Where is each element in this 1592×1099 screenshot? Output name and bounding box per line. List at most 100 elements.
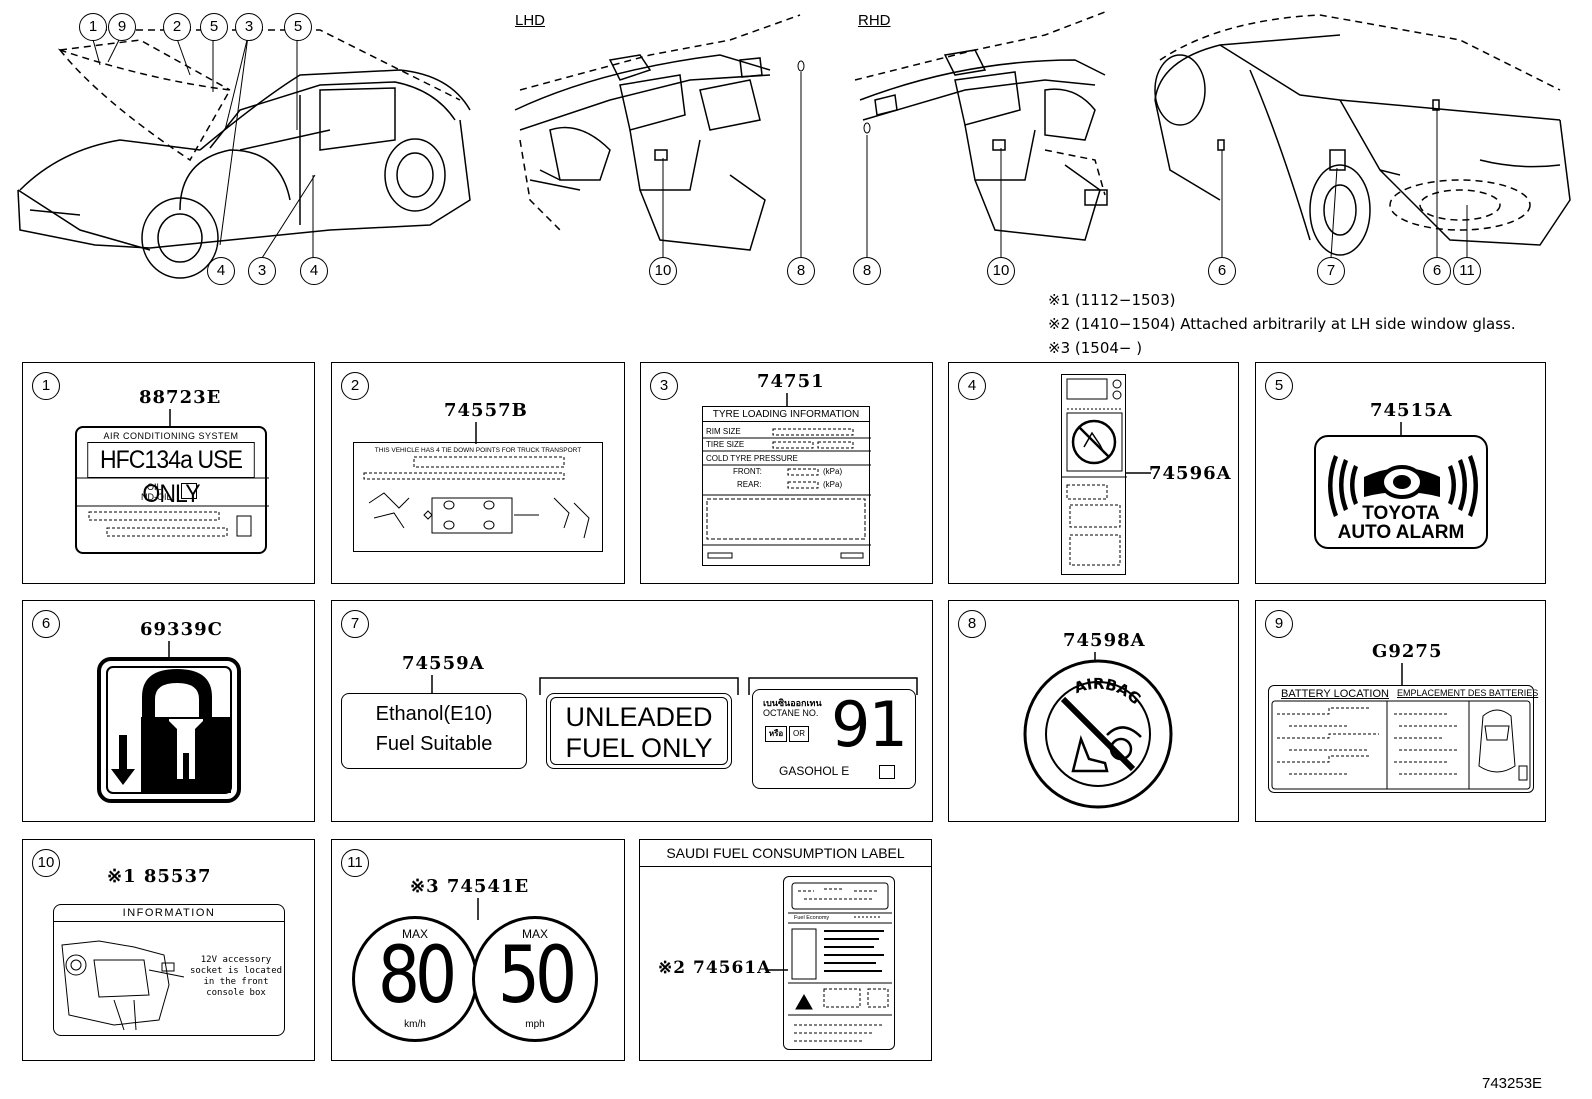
part-number: 74515A	[1370, 400, 1453, 421]
cell-3: 3 74751 TYRE LOADING INFORMATION RIM SIZ…	[640, 362, 933, 584]
octane-label: เบนซินออกเทน OCTANE NO. หรือ OR 91 GASOH…	[752, 689, 916, 789]
cell-index: 2	[341, 372, 369, 400]
callout-1: 1	[79, 13, 107, 41]
cell-index: 5	[1265, 372, 1293, 400]
cell-index: 10	[32, 849, 60, 877]
cell-11: 11 ※3 74541E MAX 80 km/h MAX 50 mph	[331, 839, 625, 1061]
note-1: ※1 (1112−1503)	[1048, 291, 1176, 309]
information-header: INFORMATION	[54, 907, 284, 922]
unleaded-label: UNLEADED FUEL ONLY	[546, 693, 732, 769]
cell-index: 9	[1265, 610, 1293, 638]
part-number: 74751	[757, 371, 825, 392]
unleaded-line1: UNLEADED	[565, 702, 713, 732]
part-number: 74598A	[1063, 630, 1146, 651]
callout-8b: 8	[853, 257, 881, 285]
lhd-dashboard-illustration	[514, 14, 805, 258]
airbag-warning-icon: AIRBAG	[1023, 659, 1173, 809]
callout-4: 4	[207, 257, 235, 285]
info-body-1: 12V accessory	[200, 955, 272, 965]
callout-10b: 10	[987, 257, 1015, 285]
cell-index: 3	[650, 372, 678, 400]
information-label: INFORMATION 12V accessory socket is loca…	[53, 904, 285, 1036]
rhd-label: RHD	[858, 12, 891, 29]
speed-value-2: 50	[497, 931, 577, 1021]
e10-label: Ethanol(E10) Fuel Suitable	[341, 693, 527, 769]
callout-3: 3	[235, 13, 263, 41]
octane-value: 91	[831, 688, 908, 761]
alarm-line2: AUTO ALARM	[1337, 522, 1465, 543]
or-thai: หรือ	[765, 726, 787, 742]
note-2: ※2 (1410−1504) Attached arbitrarily at L…	[1048, 315, 1516, 333]
cell-1: 1 88723E AIR CONDITIONING SYSTEM HFC134a…	[22, 362, 315, 584]
cell-10: 10 ※1 85537 INFORMATION 12V accessory so…	[22, 839, 315, 1061]
info-body-3: in the front	[203, 977, 269, 987]
callout-4b: 4	[300, 257, 328, 285]
callout-10: 10	[649, 257, 677, 285]
part-number: G9275	[1372, 641, 1443, 662]
info-body-2: socket is located	[189, 966, 283, 976]
unit-label-2: mph	[525, 1019, 545, 1030]
kpa-front: (kPa)	[823, 467, 843, 476]
fuel-economy-text: Fuel Economy	[794, 915, 830, 921]
or-en: OR	[789, 726, 809, 742]
part-number: ※1 85537	[107, 866, 212, 887]
callout-5b: 5	[284, 13, 312, 41]
cell-8: 8 74598A AIRBAG	[948, 600, 1239, 822]
octane-thai: เบนซินออกเทน	[763, 698, 822, 708]
unit-label-1: km/h	[404, 1019, 426, 1030]
callout-5: 5	[200, 13, 228, 41]
battery-location-label: BATTERY LOCATION EMPLACEMENT DES BATTERI…	[1268, 685, 1538, 793]
cell-2: 2 74557B THIS VEHICLE HAS 4 TIE DOWN POI…	[331, 362, 625, 584]
cell-4: 4 74596A	[948, 362, 1239, 584]
front-label: FRONT:	[733, 467, 762, 476]
saudi-title: SAUDI FUEL CONSUMPTION LABEL	[640, 840, 931, 867]
tyre-label: TYRE LOADING INFORMATION RIM SIZE TIRE S…	[702, 406, 871, 566]
battery-left: BATTERY LOCATION	[1281, 688, 1389, 700]
cell-12: SAUDI FUEL CONSUMPTION LABEL ※2 74561A F…	[639, 839, 932, 1061]
cell-5: 5 74515A TOYOTA AUTO ALARM	[1255, 362, 1546, 584]
cold-pressure: COLD TYRE PRESSURE	[706, 454, 798, 463]
tyre-title: TYRE LOADING INFORMATION	[703, 409, 869, 422]
rim-size: RIM SIZE	[706, 427, 741, 436]
unleaded-line2: FUEL ONLY	[565, 733, 713, 763]
tie-down-label: THIS VEHICLE HAS 4 TIE DOWN POINTS FOR T…	[353, 442, 603, 552]
kpa-rear: (kPa)	[823, 480, 843, 489]
battery-right: EMPLACEMENT DES BATTERIES	[1397, 688, 1539, 698]
speed-50-badge: MAX 50 mph	[472, 916, 598, 1042]
octane-label-text: OCTANE NO.	[763, 708, 819, 718]
alarm-line1: TOYOTA	[1362, 503, 1440, 524]
callout-11: 11	[1453, 257, 1481, 285]
cell-index: 6	[32, 610, 60, 638]
cell-index: 11	[341, 849, 369, 877]
tie-down-text: THIS VEHICLE HAS 4 TIE DOWN POINTS FOR T…	[374, 447, 582, 454]
part-number: 74596A	[1149, 463, 1232, 484]
callout-6: 6	[1208, 257, 1236, 285]
oil-text: OIL	[147, 482, 162, 492]
ac-header: AIR CONDITIONING SYSTEM	[103, 431, 239, 441]
oil-box	[181, 483, 197, 499]
part-number: ※2 74561A	[658, 958, 772, 978]
lhd-label: LHD	[515, 12, 546, 29]
part-number: 88723E	[139, 387, 222, 408]
part-number: 74557B	[444, 400, 528, 421]
nd-oil-text: ND-OIL	[141, 492, 172, 502]
callout-8: 8	[787, 257, 815, 285]
callout-2: 2	[163, 13, 191, 41]
max-label-1: MAX	[401, 927, 428, 941]
rhd-dashboard-illustration	[854, 11, 1108, 258]
child-lock-icon	[97, 657, 241, 803]
callout-3b: 3	[248, 257, 276, 285]
part-number: 74559A	[402, 653, 485, 674]
callout-7: 7	[1317, 257, 1345, 285]
auto-alarm-label: TOYOTA AUTO ALARM	[1314, 435, 1488, 549]
ac-label: AIR CONDITIONING SYSTEM HFC134a USE ONLY…	[75, 426, 269, 554]
cell-9: 9 G9275 BATTERY LOCATION EMPLACEMENT DES…	[1255, 600, 1546, 822]
tire-size: TIRE SIZE	[706, 440, 745, 449]
part-number: 69339C	[140, 619, 223, 640]
cell-7: 7 74559A Ethanol(E10) Fuel Suitable UNLE…	[331, 600, 933, 822]
child-seat-warning-label	[1061, 374, 1127, 575]
gasohol-text: GASOHOL E	[779, 764, 850, 778]
cell-6: 6 69339C	[22, 600, 315, 822]
callout-6b: 6	[1423, 257, 1451, 285]
speed-80-badge: MAX 80 km/h	[352, 916, 478, 1042]
